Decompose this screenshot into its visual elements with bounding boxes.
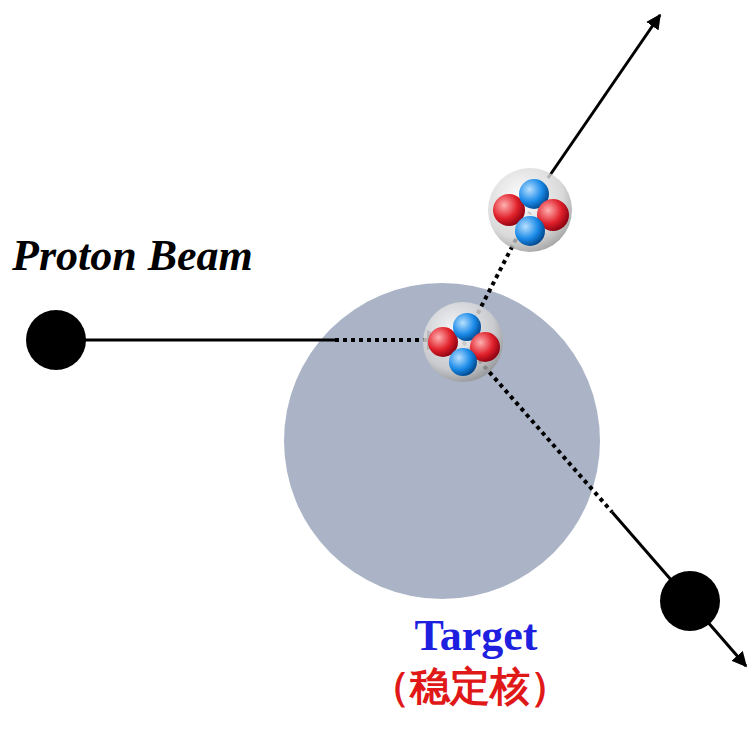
beam-label: Proton Beam xyxy=(12,232,253,280)
proton-dot xyxy=(26,310,86,370)
beam-lines xyxy=(56,15,746,666)
node-subtitle: （稳定核） xyxy=(370,664,570,708)
proton-dot xyxy=(660,571,720,631)
alpha-cluster xyxy=(488,168,572,252)
node-title: Target xyxy=(414,612,537,660)
alpha-cluster xyxy=(423,302,503,382)
